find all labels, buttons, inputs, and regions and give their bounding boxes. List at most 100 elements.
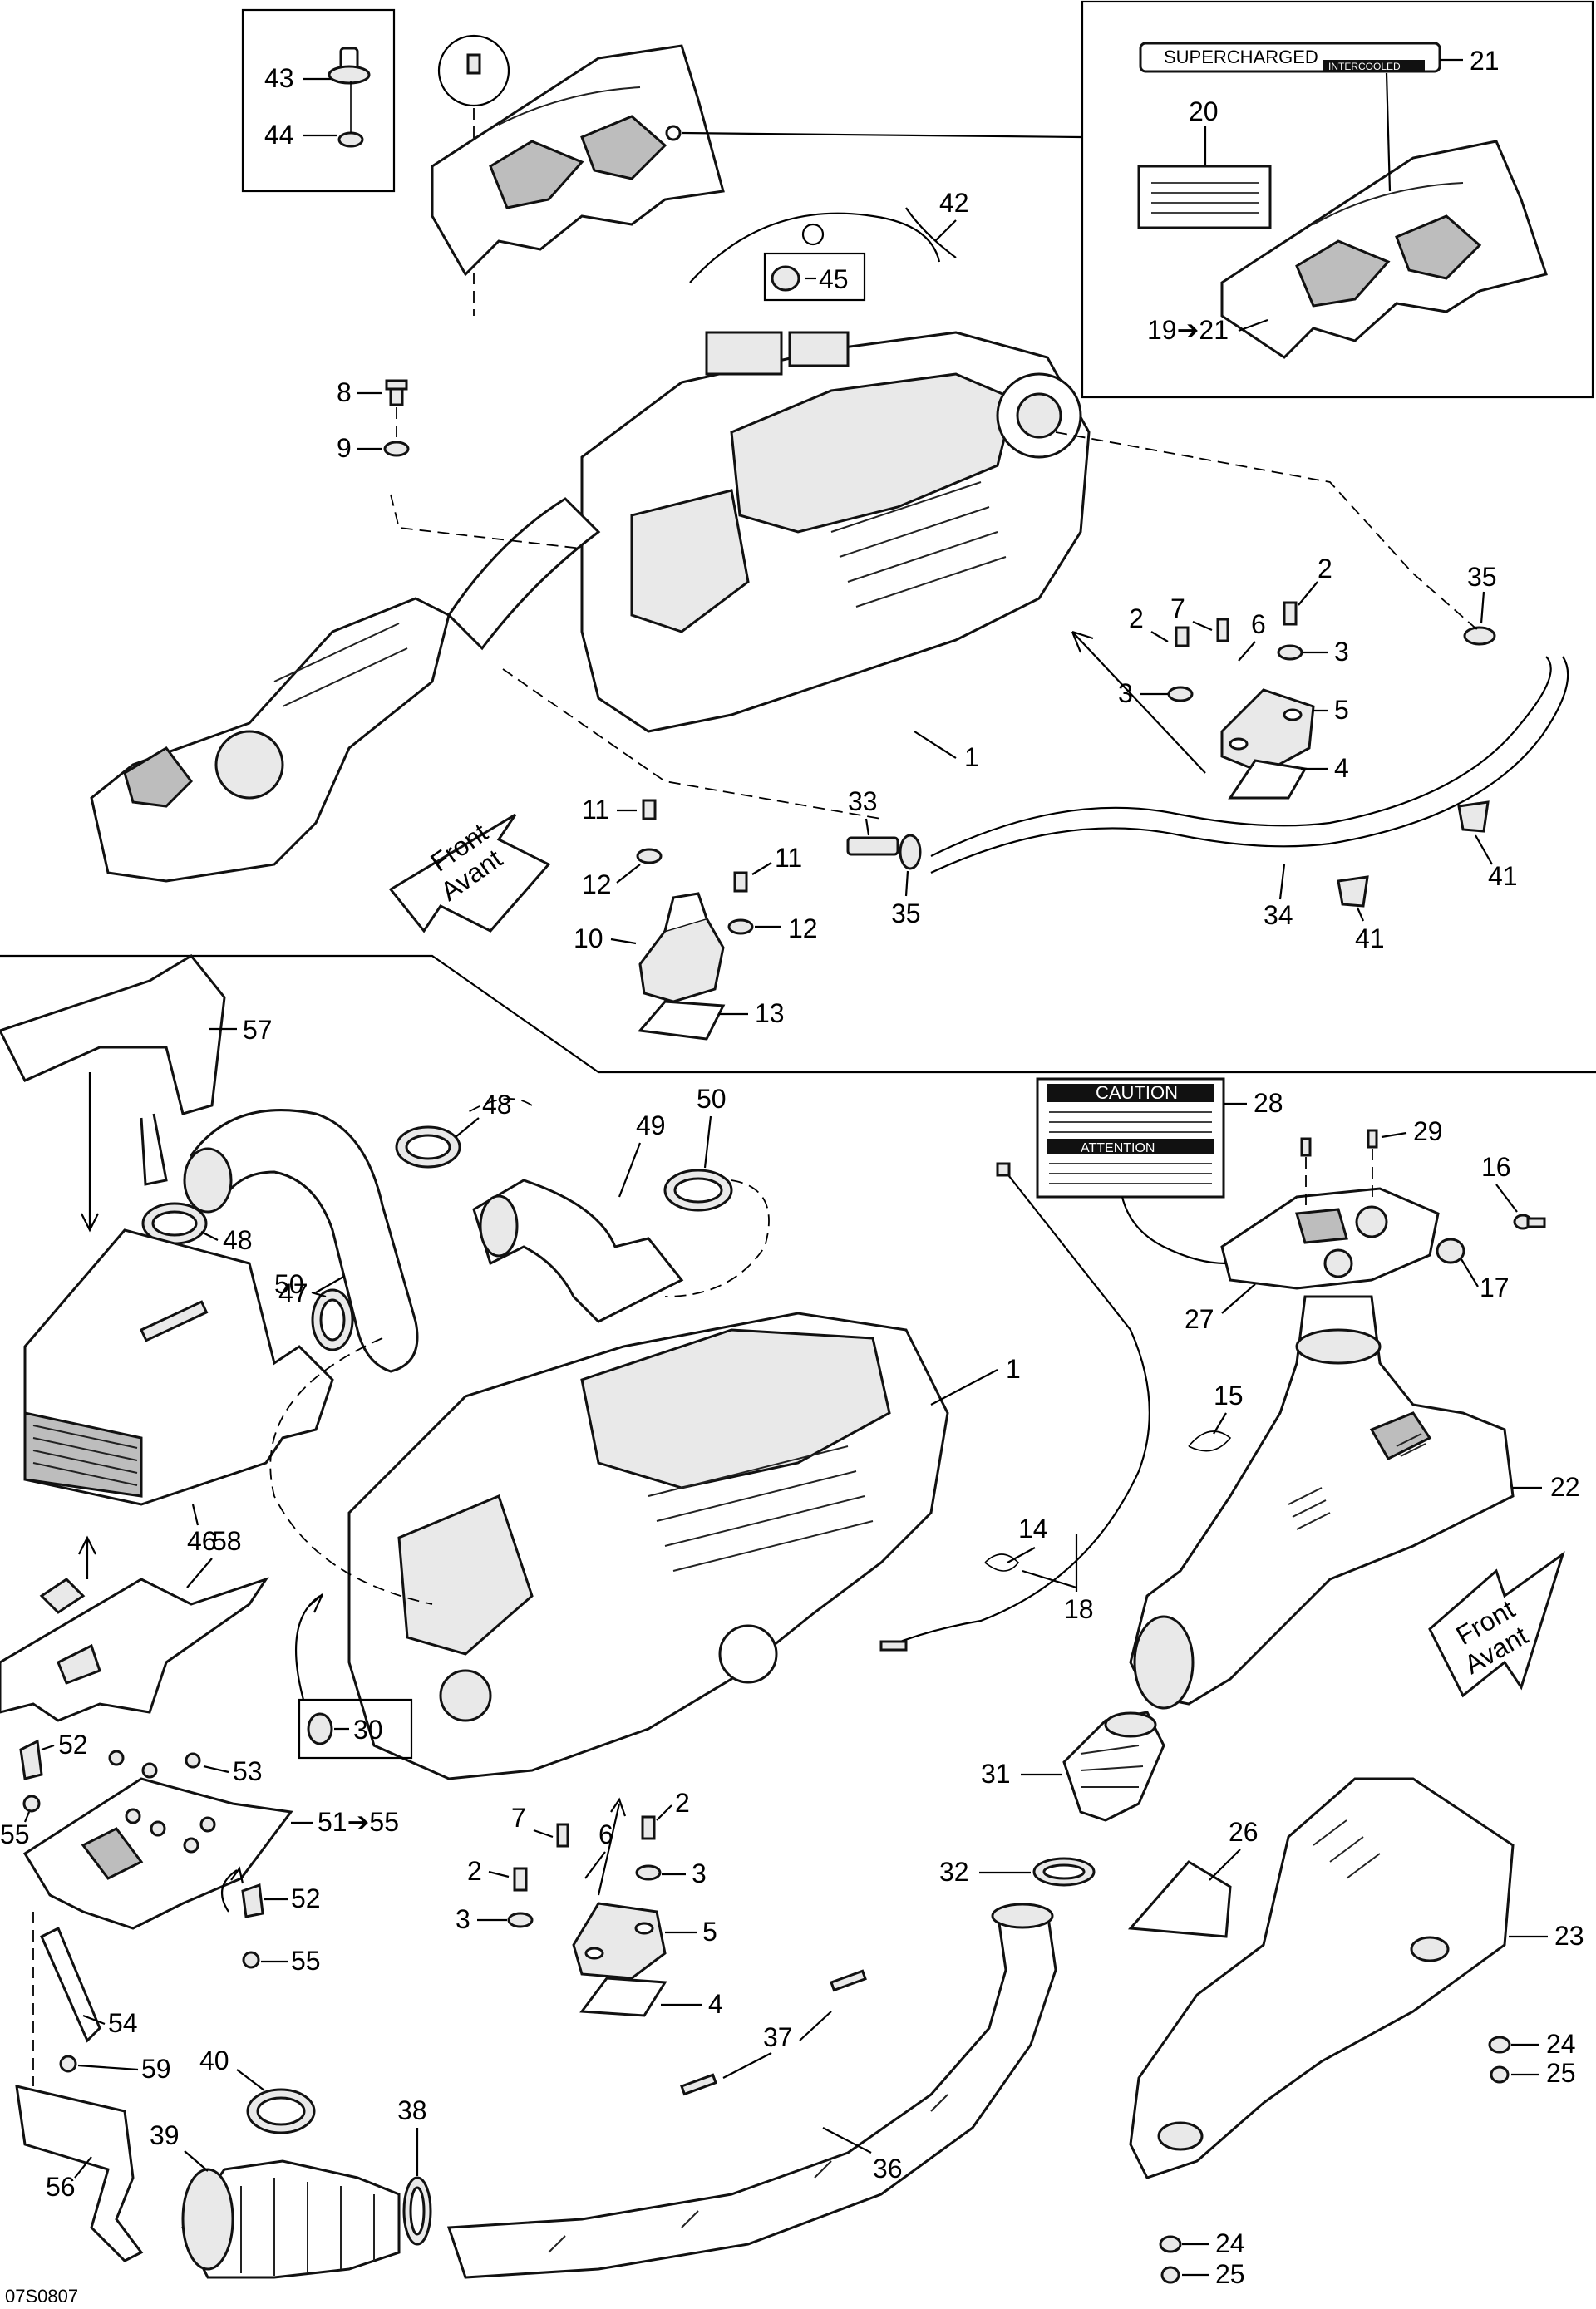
callout-8: 8 xyxy=(337,377,352,407)
fastener-detail-circle xyxy=(437,34,510,107)
washer-9 xyxy=(383,441,410,457)
screw-7-top xyxy=(1216,618,1229,642)
callout-10: 10 xyxy=(574,923,603,953)
callout-12-top-b: 12 xyxy=(788,913,818,943)
callout-2-top-b: 2 xyxy=(1318,554,1332,583)
shim-4-bottom xyxy=(579,1977,667,2017)
engine-mount-10 xyxy=(638,892,725,1003)
callout-41-a: 41 xyxy=(1355,923,1385,953)
callout-55-lower: 55 xyxy=(291,1946,321,1976)
callout-2-bottom-b: 2 xyxy=(675,1788,690,1818)
bracket-57 xyxy=(0,954,226,1186)
callout-23: 23 xyxy=(1554,1921,1584,1951)
bracket-52-lower xyxy=(241,1883,264,1918)
callout-29: 29 xyxy=(1413,1116,1443,1146)
callout-5-bottom: 5 xyxy=(702,1917,717,1947)
fitting-33 xyxy=(846,836,899,856)
clip-41-a xyxy=(1337,875,1369,908)
callout-54: 54 xyxy=(108,2008,138,2038)
callout-59: 59 xyxy=(141,2054,171,2084)
air-intake-silencer-top xyxy=(90,497,601,883)
clip-41-b xyxy=(1457,800,1490,833)
air-intake-silencer-22 xyxy=(1129,1295,1515,1710)
callout-47: 47 xyxy=(278,1278,308,1308)
hose-42 xyxy=(689,207,957,283)
clamp-38 xyxy=(402,2176,432,2246)
callout-36: 36 xyxy=(873,2154,903,2183)
bracket-52-upper xyxy=(19,1739,43,1780)
callout-58: 58 xyxy=(212,1526,242,1556)
callout-31: 31 xyxy=(981,1759,1011,1789)
clamp-48-upper xyxy=(395,1125,461,1169)
fastener-16 xyxy=(1513,1214,1546,1230)
engine-cover-left xyxy=(431,44,725,277)
callout-41-b: 41 xyxy=(1488,861,1518,891)
callout-52-lower: 52 xyxy=(291,1883,321,1913)
grommet-44 xyxy=(337,81,364,148)
clamp-35-upper xyxy=(1463,626,1496,646)
washer-3-bottom-b xyxy=(635,1864,662,1881)
screw-11-top-b xyxy=(733,871,748,893)
callout-6-top: 6 xyxy=(1251,609,1266,639)
callout-2-bottom-a: 2 xyxy=(467,1856,482,1886)
grommet-17 xyxy=(1436,1238,1465,1264)
grommet-24-upper xyxy=(1488,2036,1511,2054)
callout-43: 43 xyxy=(264,63,294,93)
callout-33: 33 xyxy=(848,786,878,816)
washer-12-top-a xyxy=(636,848,663,864)
callout-48-lower: 48 xyxy=(223,1225,253,1255)
callout-49: 49 xyxy=(636,1110,666,1140)
callout-42: 42 xyxy=(939,188,969,218)
air-box-cover-27 xyxy=(1220,1187,1440,1290)
screw-8 xyxy=(385,379,408,406)
hose-34-top xyxy=(930,656,1552,857)
callout-14: 14 xyxy=(1018,1514,1048,1543)
callout-46: 46 xyxy=(187,1526,217,1556)
callout-27: 27 xyxy=(1185,1304,1214,1334)
clamp-32 xyxy=(1032,1857,1096,1887)
hose-47 xyxy=(183,1109,419,1373)
svg-text:CAUTION: CAUTION xyxy=(1096,1082,1178,1103)
engine-mount-5-top xyxy=(1220,688,1315,775)
callout-16: 16 xyxy=(1481,1152,1511,1182)
clamp-35-lower xyxy=(899,834,922,870)
callout-50-lower: 50 xyxy=(274,1269,304,1299)
screw-37-a xyxy=(680,2073,717,2096)
screw-2-bottom-a xyxy=(513,1867,528,1892)
heat-shield-58 xyxy=(0,1577,269,1722)
shim-13 xyxy=(638,1000,726,1041)
callout-40: 40 xyxy=(200,2046,229,2075)
callout-12-top-a: 12 xyxy=(582,869,612,899)
callout-9: 9 xyxy=(337,433,352,463)
callout-56: 56 xyxy=(46,2172,76,2202)
section-divider xyxy=(0,954,1596,1074)
callout-53: 53 xyxy=(233,1756,263,1786)
caution-label-28: CAUTION ATTENTION xyxy=(1036,1077,1225,1199)
clamp-30 xyxy=(307,1712,333,1745)
cover-26 xyxy=(1127,1860,1232,1938)
decal-warning-20 xyxy=(1137,165,1272,229)
callout-34: 34 xyxy=(1264,900,1293,930)
callout-18: 18 xyxy=(1064,1594,1094,1624)
callout-24-upper: 24 xyxy=(1546,2029,1576,2059)
callout-2-top-a: 2 xyxy=(1129,603,1144,633)
callout-3-bottom-b: 3 xyxy=(692,1859,707,1888)
hose-49 xyxy=(472,1179,684,1323)
bracket-56 xyxy=(15,2085,144,2262)
clamp-40 xyxy=(246,2088,316,2134)
callout-57: 57 xyxy=(243,1015,273,1045)
hose-31 xyxy=(1062,1711,1165,1822)
callout-5-top: 5 xyxy=(1334,695,1349,725)
callout-4-top: 4 xyxy=(1334,753,1349,783)
svg-text:ATTENTION: ATTENTION xyxy=(1081,1141,1155,1155)
mounting-plate-51 xyxy=(22,1777,293,1930)
callout-25-upper: 25 xyxy=(1546,2058,1576,2088)
callout-7-bottom: 7 xyxy=(511,1803,526,1833)
callout-7-top: 7 xyxy=(1170,593,1185,623)
air-duct-36 xyxy=(446,1903,1057,2279)
callout-21: 21 xyxy=(1470,46,1500,76)
callout-35-lower: 35 xyxy=(891,898,921,928)
callout-3-bottom-a: 3 xyxy=(456,1904,470,1934)
intercooler-46 xyxy=(23,1228,334,1506)
